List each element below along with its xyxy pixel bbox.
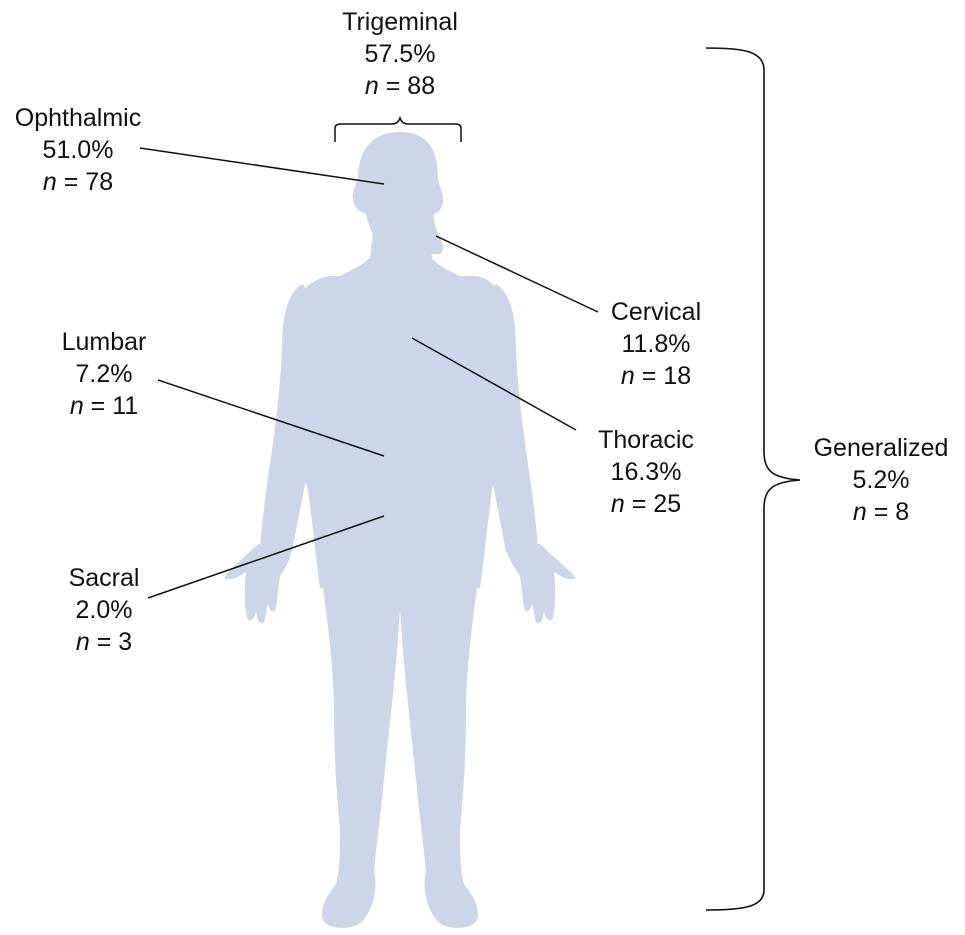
cervical-count: n = 18 <box>586 360 726 392</box>
lumbar-name: Lumbar <box>34 326 174 358</box>
ophthalmic-label: Ophthalmic 51.0% n = 78 <box>8 102 148 198</box>
cervical-percent: 11.8% <box>586 328 726 360</box>
human-silhouette <box>224 132 576 928</box>
trigeminal-name: Trigeminal <box>330 6 470 38</box>
sacral-percent: 2.0% <box>34 594 174 626</box>
lumbar-percent: 7.2% <box>34 358 174 390</box>
trigeminal-n-value: = 88 <box>386 72 435 100</box>
trigeminal-percent: 57.5% <box>330 38 470 70</box>
torso-shape <box>291 276 509 588</box>
thoracic-name: Thoracic <box>576 424 716 456</box>
trigeminal-n-symbol: n <box>365 72 379 100</box>
trigeminal-count: n = 88 <box>330 70 470 102</box>
generalized-percent: 5.2% <box>806 464 956 496</box>
ophthalmic-leader-line <box>140 148 384 184</box>
sacral-n-value: = 3 <box>97 628 132 656</box>
left-leg-shape <box>322 580 402 928</box>
sacral-count: n = 3 <box>34 626 174 658</box>
ophthalmic-count: n = 78 <box>8 166 148 198</box>
trigeminal-label: Trigeminal 57.5% n = 88 <box>330 6 470 102</box>
generalized-count: n = 8 <box>806 496 956 528</box>
ophthalmic-percent: 51.0% <box>8 134 148 166</box>
thoracic-percent: 16.3% <box>576 456 716 488</box>
sacral-label: Sacral 2.0% n = 3 <box>34 562 174 658</box>
cervical-n-value: = 18 <box>642 362 691 390</box>
ophthalmic-n-value: = 78 <box>64 168 113 196</box>
lumbar-count: n = 11 <box>34 390 174 422</box>
generalized-n-value: = 8 <box>874 498 909 526</box>
lumbar-label: Lumbar 7.2% n = 11 <box>34 326 174 422</box>
generalized-n-symbol: n <box>853 498 867 526</box>
lumbar-n-value: = 11 <box>91 392 139 420</box>
cervical-label: Cervical 11.8% n = 18 <box>586 296 726 392</box>
sacral-name: Sacral <box>34 562 174 594</box>
lumbar-n-symbol: n <box>70 392 84 420</box>
ophthalmic-n-symbol: n <box>43 168 57 196</box>
thoracic-n-symbol: n <box>611 490 625 518</box>
cervical-name: Cervical <box>586 296 726 328</box>
right-hand-shape <box>506 544 576 624</box>
cervical-n-symbol: n <box>621 362 635 390</box>
generalized-label: Generalized 5.2% n = 8 <box>806 432 956 528</box>
left-hand-shape <box>224 544 292 624</box>
thoracic-label: Thoracic 16.3% n = 25 <box>576 424 716 520</box>
sacral-n-symbol: n <box>76 628 90 656</box>
ophthalmic-name: Ophthalmic <box>8 102 148 134</box>
generalized-brace <box>706 48 800 910</box>
right-leg-shape <box>398 580 478 928</box>
thoracic-count: n = 25 <box>576 488 716 520</box>
thoracic-n-value: = 25 <box>632 490 681 518</box>
generalized-name: Generalized <box>806 432 956 464</box>
